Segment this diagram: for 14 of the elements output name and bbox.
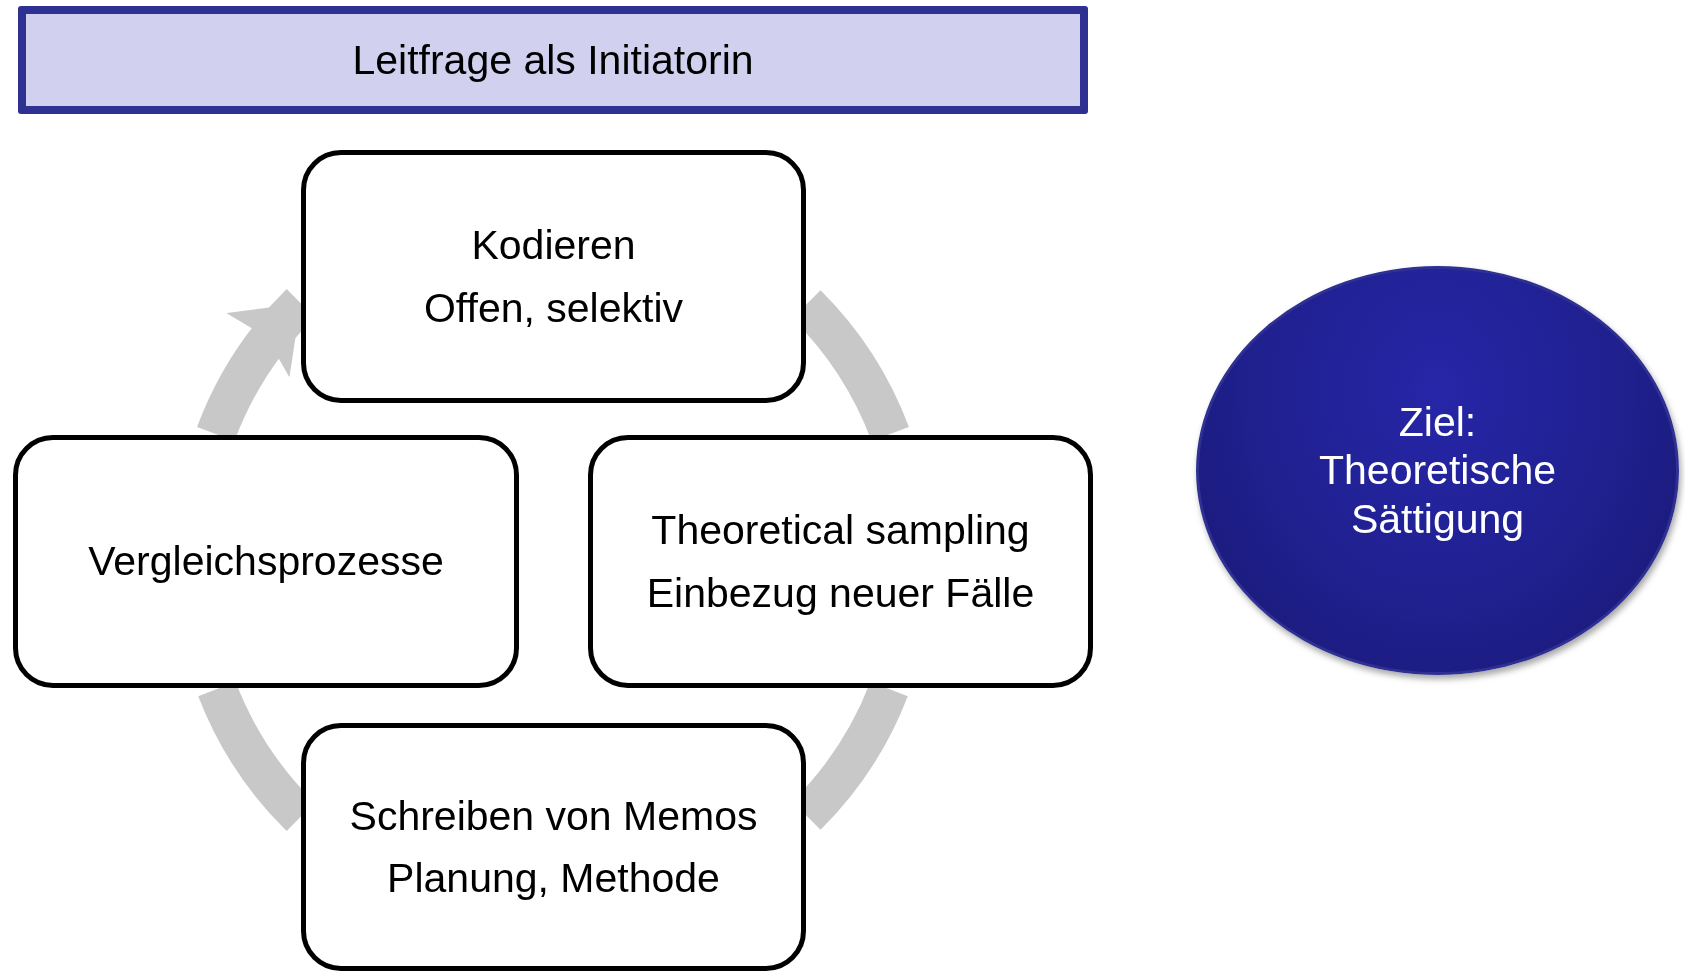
node-subtitle: Offen, selektiv	[423, 283, 683, 332]
node-title: Kodieren	[471, 221, 636, 270]
node-subtitle: Einbezug neuer Fälle	[646, 568, 1035, 617]
node-title: Theoretical sampling	[651, 506, 1030, 555]
process-box	[13, 435, 519, 688]
node-subtitle: Planung, Methode	[387, 854, 720, 903]
process-box	[301, 723, 806, 971]
node-title: Leitfrage als Initiatorin	[352, 35, 754, 85]
node-title: Schreiben von Memos	[349, 791, 758, 840]
node-title: Vergleichsprozesse	[88, 537, 444, 586]
header-banner	[18, 6, 1088, 114]
process-box	[588, 435, 1093, 688]
node-title: Ziel: Theoretische Sättigung	[1318, 397, 1557, 544]
process-box	[301, 150, 806, 403]
